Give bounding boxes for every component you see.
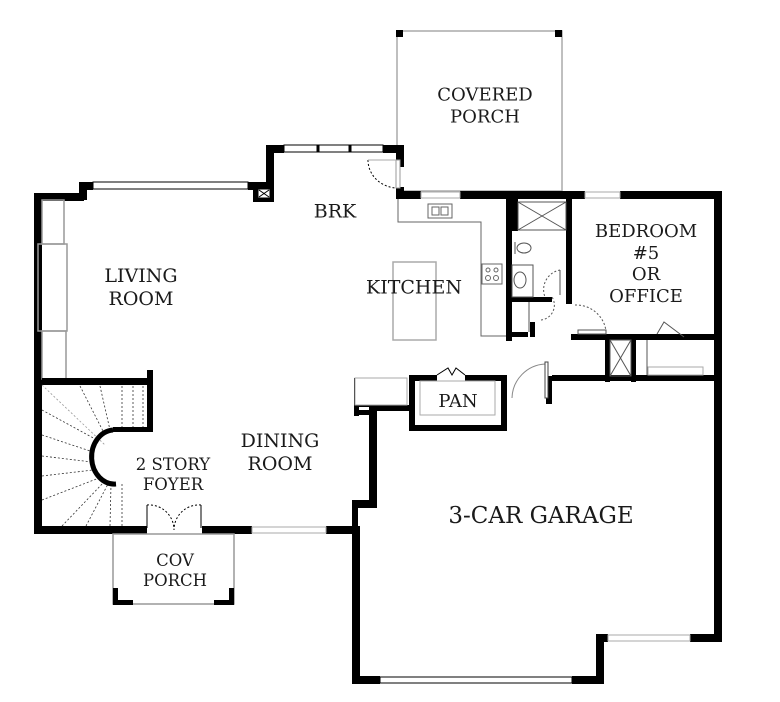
room-label-dining-room: DINING ROOM [241,430,320,476]
room-label-covered-porch: COVERED PORCH [437,84,532,127]
room-label-brk: BRK [314,201,356,224]
label-line: PORCH [142,571,208,590]
label-line: 2 STORY [135,455,211,475]
bath-fixtures [511,201,704,377]
vent-icon [258,189,270,198]
front-doors [146,504,202,531]
room-label-bedroom-5: BEDROOM #5 OR OFFICE [595,221,697,307]
fireplace-icon [37,199,68,380]
label-line: OFFICE [609,285,683,307]
label-line: ROOM [247,453,313,475]
bath-sink-icon [511,264,534,298]
label-line: FOYER [142,475,204,494]
label-line: LIVING [104,265,178,288]
shower-icon [517,201,567,231]
doors [354,361,549,416]
label-line: DINING [240,430,320,453]
label-line: PORCH [450,106,520,127]
label-line: PAN [438,391,478,413]
porch-door [367,159,401,189]
label-line: OR [631,264,661,285]
kitchen-sink-icon [427,203,453,219]
label-line: COVERED [437,84,533,106]
room-label-garage: 3-CAR GARAGE [448,503,633,531]
toilet-icon [516,242,532,254]
room-label-kitchen: KITCHEN [366,277,462,300]
kitchen-island [392,261,437,341]
label-line: BRK [313,200,357,223]
windows [92,144,691,684]
cooktop-icon [481,263,503,285]
staircase-icon [41,384,144,527]
room-label-foyer: 2 STORY FOYER [136,455,210,495]
room-label-cov-porch: COV PORCH [143,551,207,591]
label-line: #5 [632,242,660,264]
label-line: COV [156,551,194,571]
label-line: KITCHEN [366,276,462,299]
closet-x-icon [609,339,632,377]
room-label-living-room: LIVING ROOM [104,265,177,311]
label-line: BEDROOM [594,220,698,242]
kitchen-counters [392,199,506,341]
stair-curve [89,427,117,487]
label-line: ROOM [108,288,174,310]
label-line: 3-CAR GARAGE [448,503,634,530]
room-label-pantry: PAN [438,391,477,413]
cov-porch-outline [112,533,235,605]
